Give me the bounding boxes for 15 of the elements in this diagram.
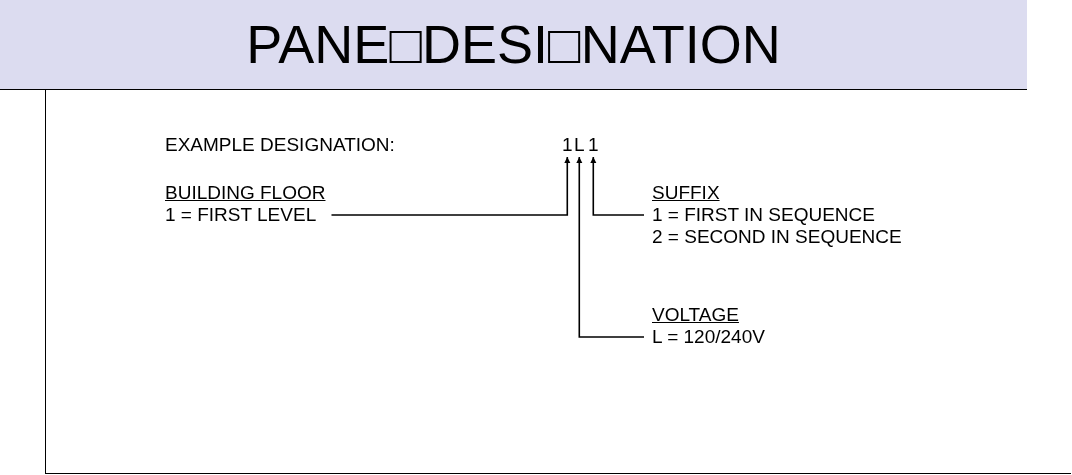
leader-arrow xyxy=(330,156,571,216)
designation-character: 1 xyxy=(562,134,573,156)
note-text: L = 120/240V xyxy=(652,326,765,348)
leader-arrow xyxy=(576,156,645,338)
note-heading: VOLTAGE xyxy=(652,304,740,326)
designation-character: 1 xyxy=(588,134,599,156)
title: PANE□DESI□NATION xyxy=(245,13,782,75)
leader-arrow xyxy=(590,156,645,216)
label: EXAMPLE DESIGNATION: xyxy=(165,134,395,156)
note-heading: SUFFIX xyxy=(652,182,721,204)
designation-character: L xyxy=(574,134,585,156)
note-text: 2 = SECOND IN SEQUENCE xyxy=(652,226,902,248)
note-text: 1 = FIRST LEVEL xyxy=(165,204,318,226)
note-text: 1 = FIRST IN SEQUENCE xyxy=(652,204,876,226)
note-heading: BUILDING FLOOR xyxy=(165,182,326,204)
